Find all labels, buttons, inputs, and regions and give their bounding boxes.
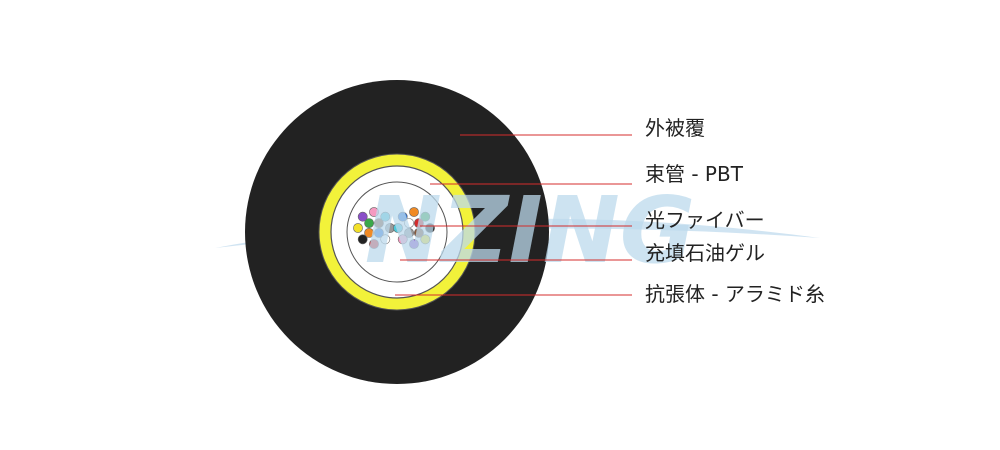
fiber-2-6 xyxy=(420,234,431,245)
fiber-1-11 xyxy=(369,207,379,217)
fiber-1-1 xyxy=(373,227,384,238)
optical-fibers xyxy=(353,207,435,249)
label-tube: 束管 - PBT xyxy=(645,162,743,186)
leader-lines xyxy=(395,134,632,296)
fiber-2-9 xyxy=(393,223,403,233)
fiber-2-1 xyxy=(413,227,424,238)
fiber-2-7 xyxy=(409,239,419,249)
fiber-1-4 xyxy=(373,218,384,228)
fiber-1-7 xyxy=(369,239,379,249)
fiber-2-10 xyxy=(397,211,408,222)
fiber-2-2 xyxy=(404,227,414,238)
fiber-1-6 xyxy=(380,234,391,245)
fiber-1-2 xyxy=(364,227,374,238)
watermark-swoosh xyxy=(215,218,820,248)
label-gel: 充填石油ゲル xyxy=(645,241,765,265)
fiber-2-8 xyxy=(397,234,408,245)
fiber-1-3 xyxy=(364,218,374,228)
fiber-2-12 xyxy=(420,211,431,222)
fiber-2-11 xyxy=(409,207,419,217)
watermark xyxy=(215,218,820,248)
label-aramid: 抗張体 - アラミド糸 xyxy=(645,282,825,306)
fiber-2-3 xyxy=(404,218,414,228)
fiber-1-8 xyxy=(357,234,368,245)
fiber-1-9 xyxy=(353,223,363,233)
fiber-1-12 xyxy=(380,211,391,222)
fiber-1-10 xyxy=(357,211,368,222)
fiber-2-4 xyxy=(413,218,424,228)
label-fiber: 光ファイバー xyxy=(645,208,765,232)
label-jacket: 外被覆 xyxy=(645,116,705,140)
watermark-text: NZING xyxy=(365,177,695,284)
